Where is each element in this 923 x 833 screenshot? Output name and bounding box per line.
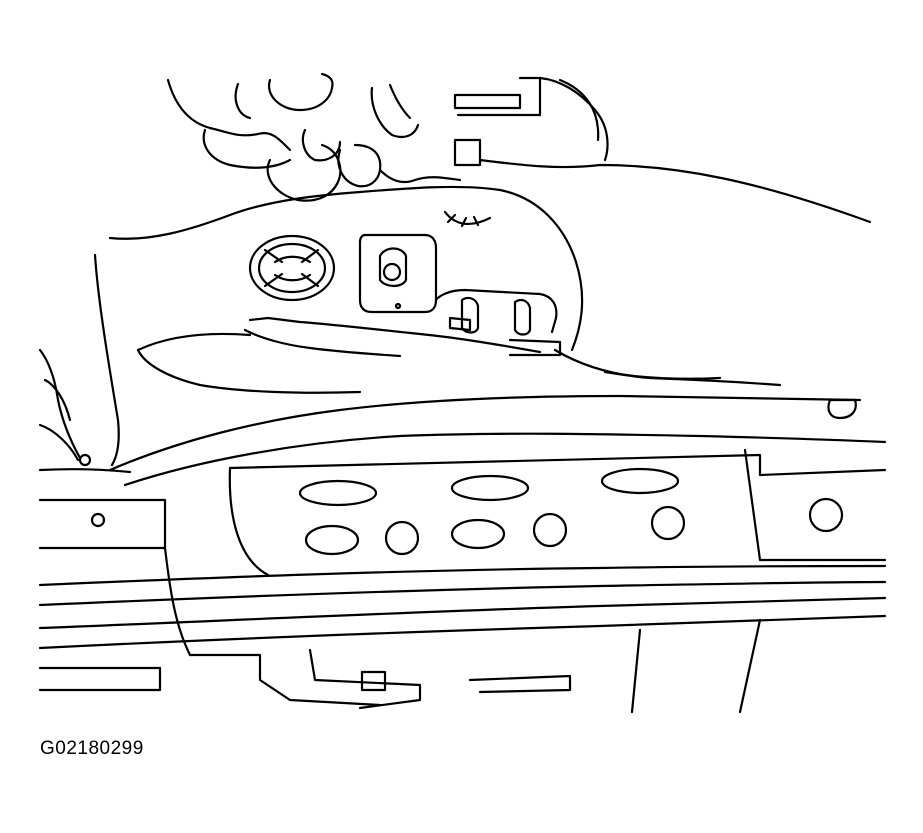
seat-cushion-side-shield [38, 348, 887, 487]
seat-back-bolster-trim [93, 185, 584, 467]
seat-track-rail [38, 448, 887, 714]
hand-removing-cover [166, 72, 462, 202]
hand-lower [136, 316, 782, 394]
upper-bracket [453, 76, 872, 224]
lumbar-switch-knob [248, 234, 336, 302]
power-seat-switch-housing [358, 233, 558, 336]
figure-caption-code: G02180299 [40, 738, 144, 759]
